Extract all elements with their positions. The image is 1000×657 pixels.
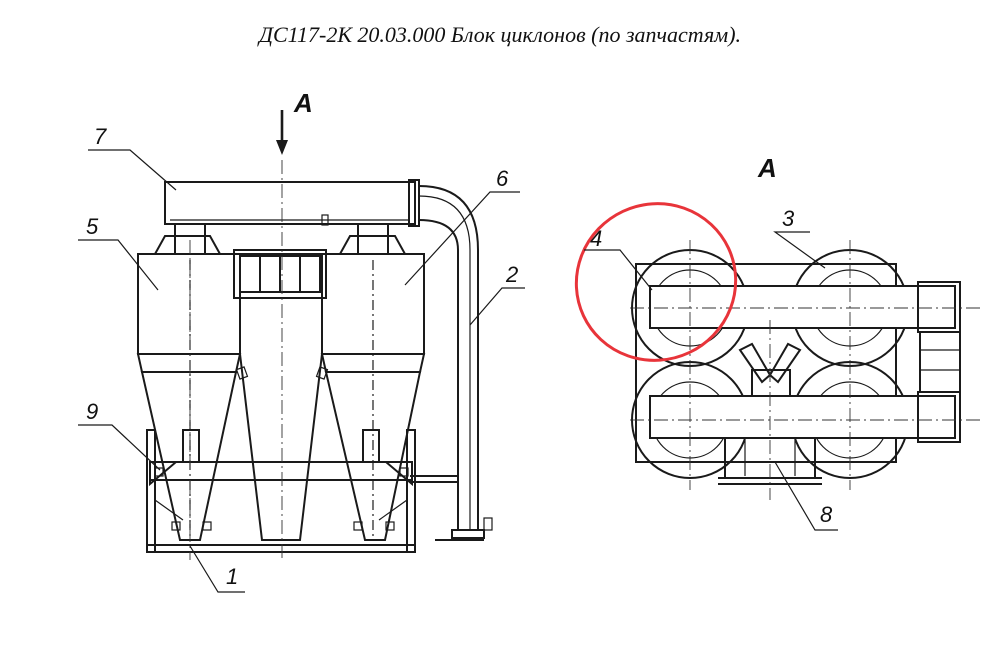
support-frame bbox=[146, 429, 416, 553]
svg-text:4: 4 bbox=[590, 226, 602, 251]
callout-2: 2 bbox=[469, 262, 525, 326]
callout-9: 9 bbox=[78, 399, 161, 471]
section-label: А bbox=[757, 153, 777, 183]
svg-text:6: 6 bbox=[496, 166, 509, 191]
view-arrow: А bbox=[276, 88, 313, 155]
callout-3: 3 bbox=[773, 206, 826, 269]
highlight-part-4 bbox=[574, 202, 738, 362]
svg-text:7: 7 bbox=[94, 124, 107, 149]
callout-8: 8 bbox=[774, 461, 838, 531]
callout-5: 5 bbox=[78, 214, 159, 291]
svg-text:1: 1 bbox=[226, 564, 238, 589]
svg-text:9: 9 bbox=[86, 399, 98, 424]
svg-text:8: 8 bbox=[820, 502, 833, 527]
callout-1: 1 bbox=[189, 545, 245, 593]
callout-4: 4 bbox=[584, 226, 653, 291]
top-collector-duct bbox=[164, 179, 420, 227]
central-body bbox=[233, 249, 327, 541]
outlet-elbow-pipe bbox=[410, 185, 493, 541]
callout-7: 7 bbox=[88, 124, 177, 191]
view-marker-label: А bbox=[293, 88, 313, 118]
callout-6: 6 bbox=[404, 166, 520, 286]
drawing-title: ДС117-2К 20.03.000 Блок циклонов (по зап… bbox=[258, 22, 742, 47]
front-view: А bbox=[78, 88, 525, 593]
svg-text:2: 2 bbox=[505, 262, 518, 287]
svg-text:3: 3 bbox=[782, 206, 795, 231]
top-view-a: А bbox=[574, 153, 980, 531]
svg-text:5: 5 bbox=[86, 214, 99, 239]
